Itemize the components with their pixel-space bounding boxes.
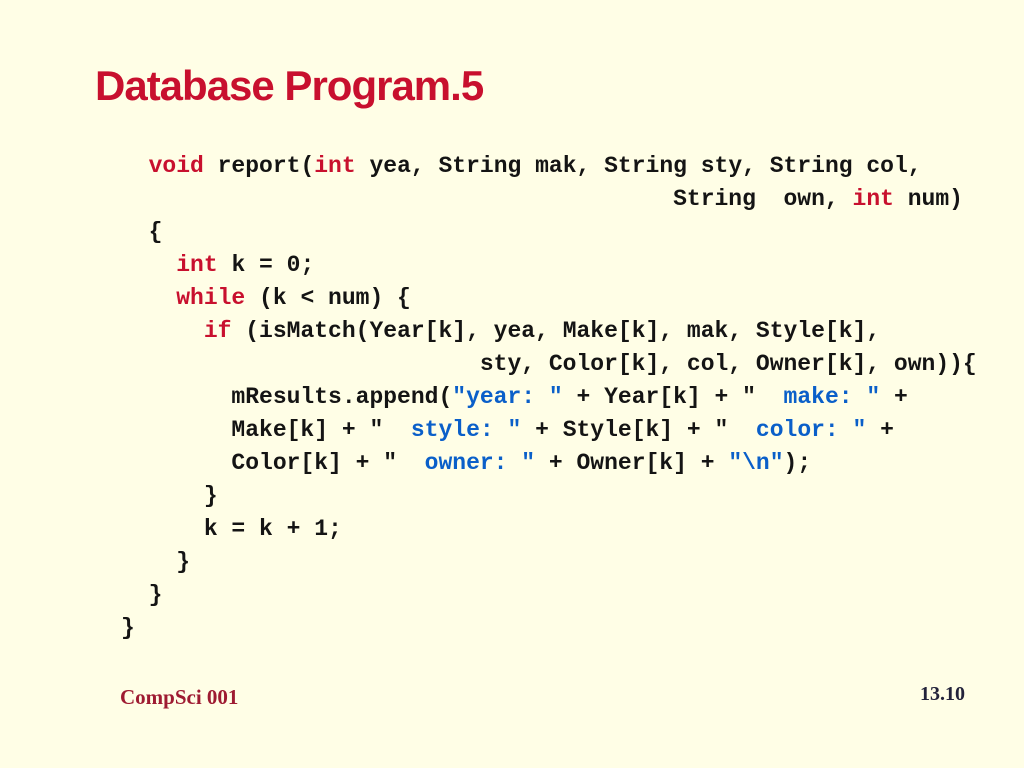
code-string: owner: " xyxy=(424,450,536,476)
code-line: { xyxy=(121,216,977,249)
code-line: sty, Color[k], col, Owner[k], own)){ xyxy=(121,348,977,381)
code-text: } xyxy=(121,582,163,608)
code-text: (k < num) { xyxy=(245,285,411,311)
code-string: make: " xyxy=(783,384,881,410)
code-text: yea, String mak, String sty, String col, xyxy=(355,153,922,179)
code-text: + Year[k] + " xyxy=(562,384,784,410)
code-block: void report(int yea, String mak, String … xyxy=(121,150,977,645)
code-text: ); xyxy=(783,450,812,476)
code-line: } xyxy=(121,579,977,612)
code-line: int k = 0; xyxy=(121,249,977,282)
code-text: k = k + 1; xyxy=(121,516,342,542)
code-text: + Owner[k] + xyxy=(535,450,729,476)
code-string: color: " xyxy=(755,417,867,443)
code-line: while (k < num) { xyxy=(121,282,977,315)
code-keyword: int xyxy=(176,252,218,278)
page-title: Database Program.5 xyxy=(95,62,484,109)
code-text: String own, xyxy=(121,186,853,212)
code-line: k = k + 1; xyxy=(121,513,977,546)
code-text: sty, Color[k], col, Owner[k], own)){ xyxy=(121,351,977,377)
code-text xyxy=(121,285,176,311)
code-text: (isMatch(Year[k], yea, Make[k], mak, Sty… xyxy=(231,318,881,344)
code-text: + xyxy=(880,384,908,410)
code-line: String own, int num) xyxy=(121,183,977,216)
code-text xyxy=(121,318,204,344)
code-text: } xyxy=(121,549,191,575)
code-keyword: void xyxy=(148,153,204,179)
code-line: mResults.append("year: " + Year[k] + " m… xyxy=(121,381,977,414)
code-text: num) xyxy=(893,186,963,212)
code-text xyxy=(121,252,176,278)
code-text: Color[k] + " xyxy=(121,450,425,476)
code-string: style: " xyxy=(410,417,522,443)
code-string: "\n" xyxy=(728,450,784,476)
code-line: } xyxy=(121,546,977,579)
code-line: } xyxy=(121,480,977,513)
footer-course-label: CompSci 001 xyxy=(120,685,239,709)
code-keyword: while xyxy=(176,285,246,311)
code-text: Make[k] + " xyxy=(121,417,411,443)
code-keyword: int xyxy=(314,153,356,179)
code-text: + xyxy=(866,417,894,443)
code-text xyxy=(121,153,149,179)
code-text: mResults.append( xyxy=(121,384,453,410)
code-keyword: int xyxy=(852,186,894,212)
code-line: if (isMatch(Year[k], yea, Make[k], mak, … xyxy=(121,315,977,348)
code-text: { xyxy=(121,219,163,245)
code-line: } xyxy=(121,612,977,645)
code-line: Make[k] + " style: " + Style[k] + " colo… xyxy=(121,414,977,447)
code-line: void report(int yea, String mak, String … xyxy=(121,150,977,183)
code-line: Color[k] + " owner: " + Owner[k] + "\n")… xyxy=(121,447,977,480)
code-text: report( xyxy=(203,153,315,179)
code-text: k = 0; xyxy=(217,252,315,278)
code-text: + Style[k] + " xyxy=(521,417,756,443)
code-keyword: if xyxy=(203,318,232,344)
code-string: "year: " xyxy=(452,384,563,410)
code-text: } xyxy=(121,483,218,509)
code-text: } xyxy=(121,615,135,641)
slide-number: 13.10 xyxy=(920,683,965,705)
